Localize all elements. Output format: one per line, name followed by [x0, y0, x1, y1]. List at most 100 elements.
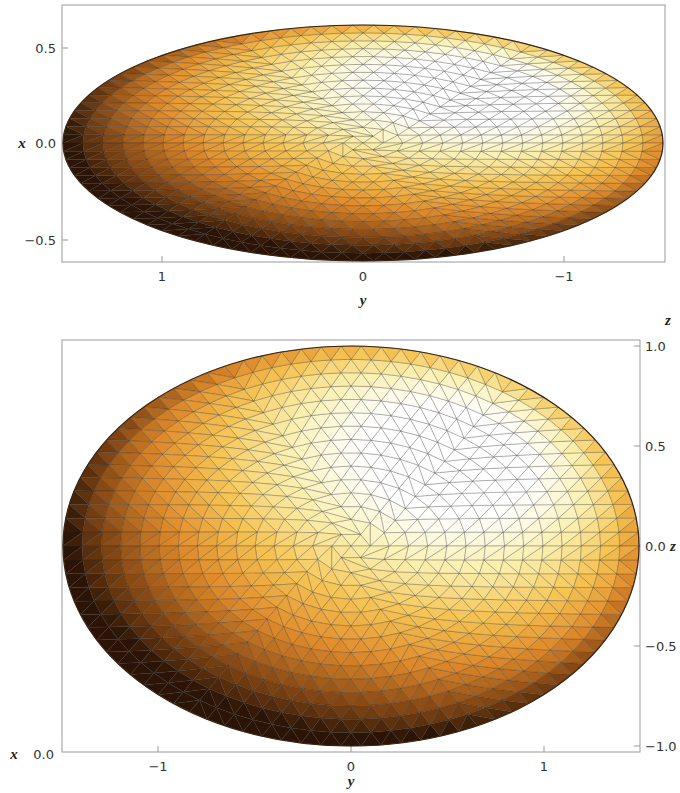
mesh-triangle — [155, 183, 178, 191]
mesh-triangle — [548, 96, 571, 104]
mesh-triangle — [582, 135, 602, 143]
mesh-triangle — [484, 546, 505, 560]
mesh-triangle — [143, 190, 166, 197]
mesh-triangle — [163, 560, 183, 574]
mesh-triangle — [503, 546, 524, 560]
mesh-triangle — [605, 198, 627, 205]
mesh-triangle — [451, 506, 472, 519]
mesh-triangle — [245, 143, 265, 151]
mesh-triangle — [483, 468, 506, 480]
mesh-triangle — [450, 481, 473, 493]
mesh-triangle — [104, 127, 124, 135]
mesh-triangle — [183, 135, 204, 143]
mesh-triangle — [455, 112, 479, 119]
mesh-triangle — [236, 532, 257, 546]
mesh-triangle — [579, 127, 599, 135]
mesh-triangle — [144, 143, 164, 151]
mesh-triangle — [562, 143, 583, 151]
mesh-triangle — [473, 480, 496, 493]
mesh-triangle — [610, 111, 631, 119]
mesh-triangle — [558, 74, 582, 81]
mesh-triangle — [542, 532, 561, 546]
mesh-triangle — [503, 532, 522, 546]
ellipsoid-mesh — [63, 25, 663, 261]
mesh-triangle — [189, 574, 209, 587]
mesh-triangle — [63, 135, 84, 143]
mesh-triangle — [420, 120, 444, 127]
mesh-triangle — [497, 127, 518, 135]
mesh-triangle — [405, 532, 425, 546]
mesh-triangle — [120, 205, 144, 212]
mesh-triangle — [615, 118, 636, 126]
mesh-triangle — [163, 135, 184, 143]
mesh-triangle — [83, 135, 104, 143]
mesh-triangle — [86, 151, 106, 159]
mesh-triangle — [513, 505, 533, 519]
mesh-triangle — [361, 546, 390, 558]
mesh-triangle — [542, 135, 562, 143]
mesh-triangle — [164, 143, 184, 151]
mesh-triangle — [98, 191, 120, 199]
mesh-triangle — [223, 135, 245, 143]
mesh-triangle — [562, 151, 582, 159]
mesh-triangle — [605, 88, 627, 96]
mesh-triangle — [95, 167, 116, 175]
mesh-triangle — [571, 81, 594, 88]
mesh-triangle — [432, 127, 454, 135]
mesh-triangle — [132, 198, 155, 205]
mesh-triangle — [103, 135, 124, 143]
mesh-triangle — [559, 103, 581, 111]
mesh-triangle — [405, 507, 428, 520]
mesh-triangle — [522, 135, 542, 143]
mesh-triangle — [534, 505, 554, 519]
mesh-triangle — [238, 546, 258, 560]
mesh-triangle — [546, 111, 568, 119]
mesh-triangle — [384, 546, 408, 559]
mesh-triangle — [263, 560, 284, 573]
mesh-triangle — [144, 127, 164, 135]
mesh-triangle — [218, 546, 237, 560]
mesh-triangle — [63, 135, 84, 143]
mesh-triangle — [263, 135, 286, 143]
mesh-triangle — [467, 119, 489, 127]
mesh-triangle — [602, 143, 623, 151]
mesh-triangle — [307, 143, 329, 151]
mesh-triangle — [89, 88, 111, 96]
mesh-triangle — [425, 546, 447, 560]
mesh-triangle — [409, 127, 432, 135]
mesh-triangle — [263, 585, 287, 597]
mesh-triangle — [109, 74, 132, 81]
mesh-triangle — [594, 205, 617, 212]
mesh-triangle — [116, 167, 137, 175]
mesh-triangle — [103, 135, 124, 143]
mesh-triangle — [479, 112, 502, 120]
mesh-triangle — [398, 135, 420, 143]
mesh-triangle — [84, 143, 104, 151]
mesh-triangle — [217, 532, 238, 546]
mesh-triangle — [542, 143, 563, 151]
mesh-triangle — [145, 175, 167, 183]
plot-frame — [62, 340, 640, 752]
mesh-triangle — [615, 95, 637, 103]
mesh-triangle — [395, 519, 417, 532]
mesh-triangle — [462, 493, 484, 506]
mesh-triangle — [208, 151, 229, 159]
mesh-triangle — [568, 67, 593, 74]
mesh-triangle — [445, 532, 465, 546]
mesh-triangle — [160, 518, 179, 532]
mesh-triangle — [398, 143, 423, 151]
mesh-triangle — [247, 167, 271, 174]
mesh-triangle — [137, 167, 158, 175]
mesh-triangle — [237, 159, 259, 167]
mesh-triangle — [476, 127, 497, 135]
mesh-triangle — [286, 143, 307, 151]
mesh-triangle — [519, 518, 539, 532]
mesh-triangle — [513, 104, 536, 112]
mesh-triangle — [124, 175, 146, 183]
mesh-triangle — [143, 135, 164, 143]
mesh-triangle — [511, 119, 532, 127]
mesh-triangle — [594, 80, 617, 87]
mesh-triangle — [294, 151, 317, 159]
mesh-triangle — [183, 135, 204, 143]
mesh-triangle — [419, 135, 440, 143]
